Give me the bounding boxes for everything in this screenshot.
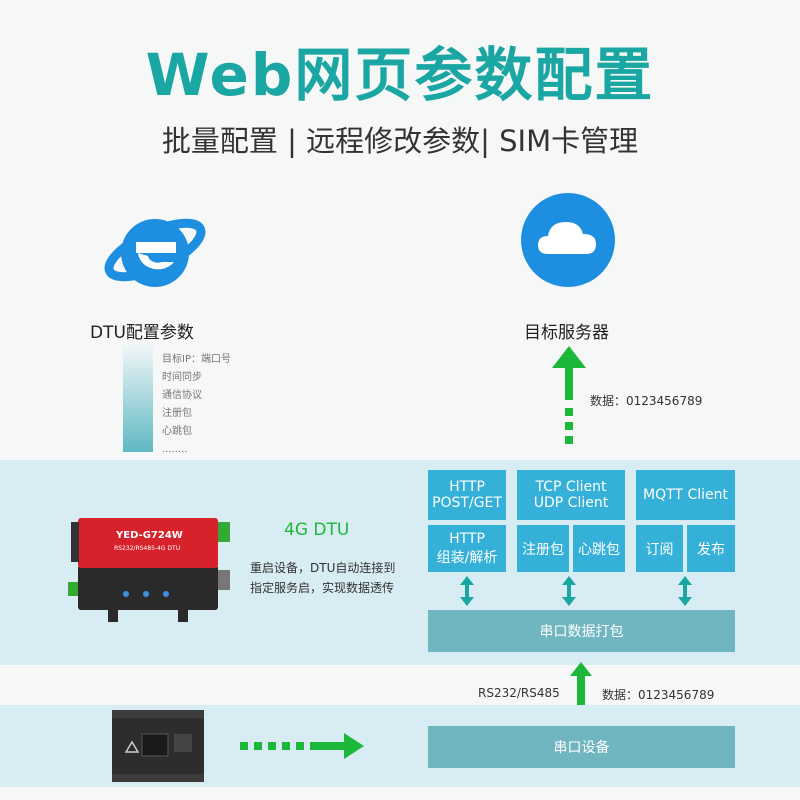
param-item: 注册包 xyxy=(162,408,192,419)
cloud-icon xyxy=(521,193,615,287)
box-line: TCP Client xyxy=(535,479,607,495)
box-line: UDP Client xyxy=(533,495,609,511)
http-post-get-box: HTTP POST/GET xyxy=(428,470,506,520)
param-list: 目标IP：端口号 时间同步 通信协议 注册包 心跳包 ........ xyxy=(162,351,272,459)
page-subtitle: 批量配置 | 远程修改参数| SIM卡管理 xyxy=(161,124,639,158)
param-item: 通信协议 xyxy=(162,390,202,401)
param-item: 心跳包 xyxy=(162,426,192,437)
dtu-title: 4G DTU xyxy=(284,520,350,540)
double-arrow-icon xyxy=(460,576,474,606)
right-arrow-icon xyxy=(240,733,364,759)
subscribe-box: 订阅 xyxy=(636,525,683,572)
dtu-desc-line: 重启设备，DTU自动连接到 xyxy=(250,561,396,575)
interface-label: RS232/RS485 xyxy=(478,686,560,700)
http-parse-box: HTTP 组装/解析 xyxy=(428,525,506,572)
box-line: POST/GET xyxy=(432,495,502,511)
register-packet-box: 注册包 xyxy=(517,525,569,572)
double-arrow-icon xyxy=(562,576,576,606)
heartbeat-packet-box: 心跳包 xyxy=(573,525,625,572)
plc-device-image xyxy=(112,710,204,782)
dtu-desc-line: 指定服务启，实现数据透传 xyxy=(250,581,395,595)
double-arrow-icon xyxy=(678,576,692,606)
box-line: HTTP xyxy=(449,530,485,547)
param-gradient-bar xyxy=(123,344,153,452)
link-data-note: 数据：0123456789 xyxy=(602,688,715,702)
page-title: Web网页参数配置 xyxy=(145,41,655,109)
dtu-device-image: YED-G724W RS232/RS485-4G DTU xyxy=(68,518,230,622)
mqtt-client-box: MQTT Client xyxy=(636,470,735,520)
param-item: 目标IP：端口号 xyxy=(162,354,231,365)
serial-device-bar: 串口设备 xyxy=(428,726,735,768)
dtu-config-label: DTU配置参数 xyxy=(90,323,194,343)
server-data-note: 数据：0123456789 xyxy=(590,394,703,408)
serial-data-pack-bar: 串口数据打包 xyxy=(428,610,735,652)
param-item: 时间同步 xyxy=(162,372,202,383)
param-item: ........ xyxy=(162,444,188,455)
up-arrow-icon xyxy=(570,662,592,706)
box-line: 组装/解析 xyxy=(436,549,498,566)
target-server-label: 目标服务器 xyxy=(524,323,609,343)
publish-box: 发布 xyxy=(687,525,735,572)
browser-e-icon xyxy=(104,218,206,287)
upload-arrow-icon xyxy=(552,346,586,444)
device-model-text: YED-G724W xyxy=(115,530,183,541)
device-sub-text: RS232/RS485-4G DTU xyxy=(114,545,180,552)
dtu-description: 重启设备，DTU自动连接到 指定服务启，实现数据透传 xyxy=(250,558,395,598)
tcp-udp-client-box: TCP Client UDP Client xyxy=(517,470,625,520)
box-line: HTTP xyxy=(449,479,485,495)
